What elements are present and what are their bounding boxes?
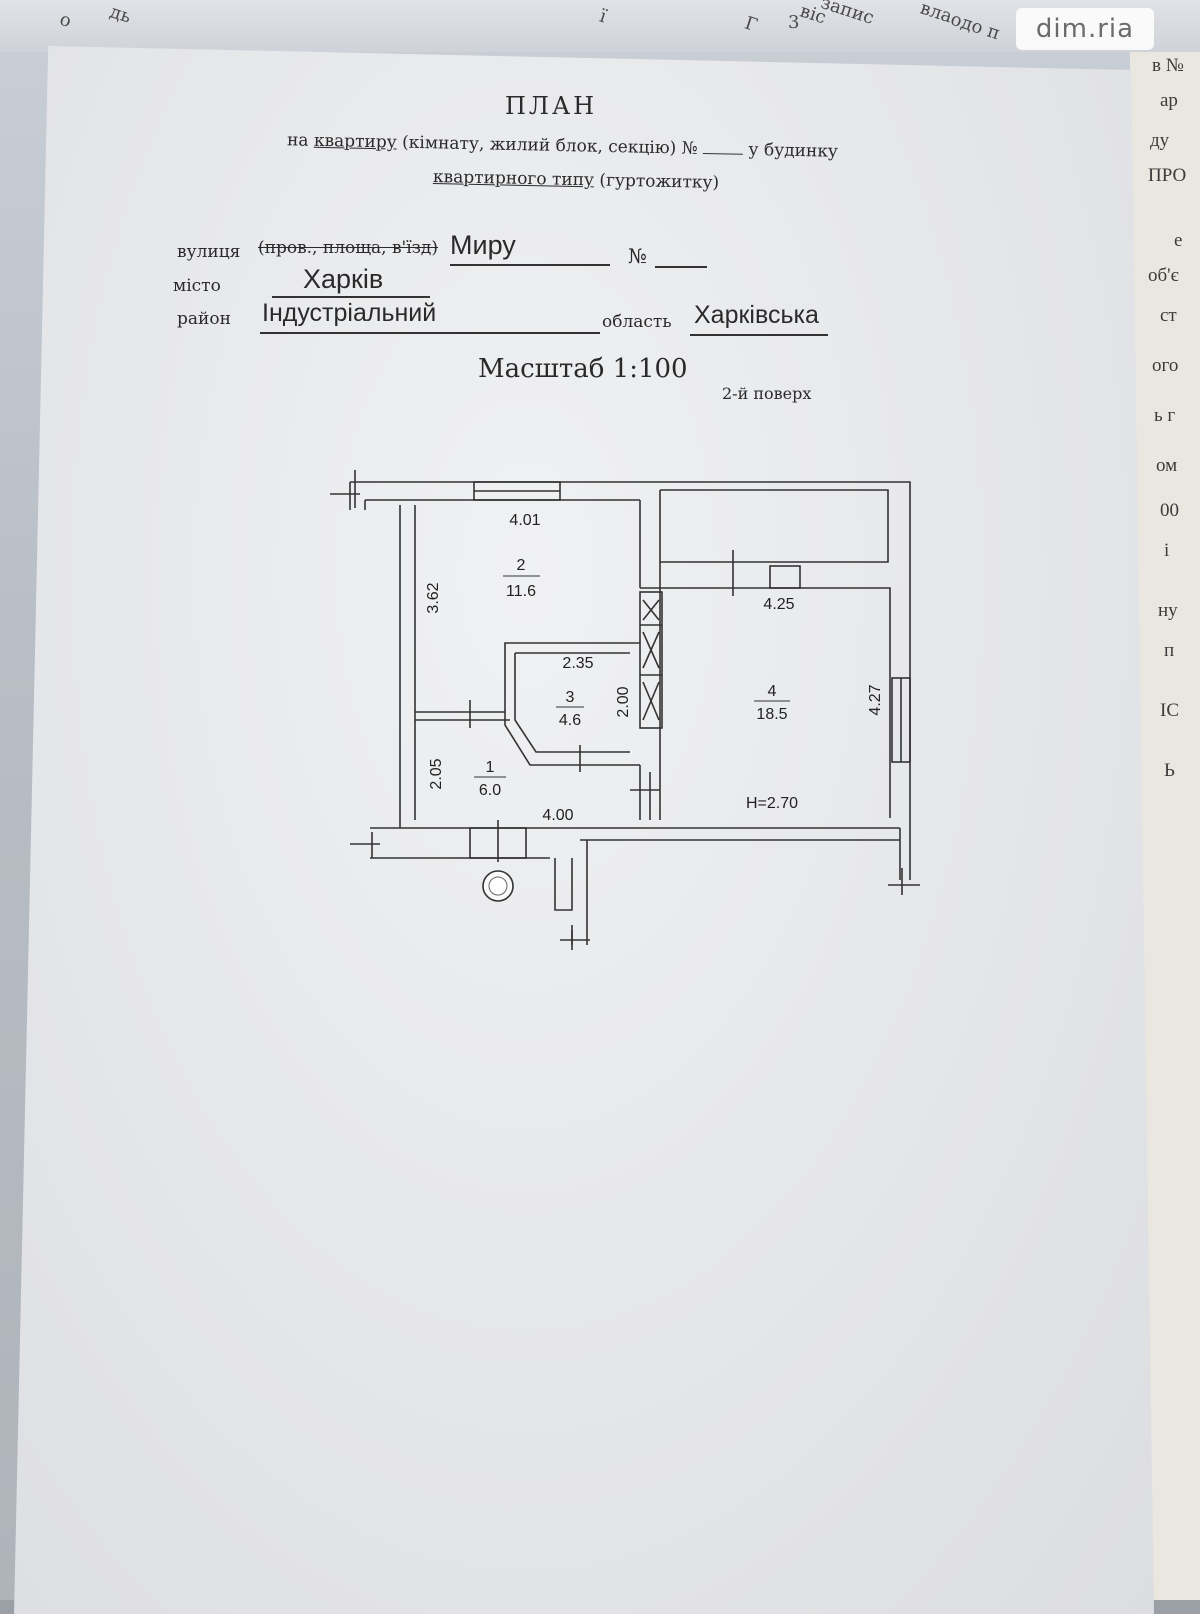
bg-text: ду [1150, 130, 1170, 151]
bg-text: об'є [1148, 265, 1179, 286]
underlying-document-top: запис віс вла Г одо п ї дь о 3 [0, 0, 1200, 52]
bg-text: ого [1152, 355, 1179, 376]
dimension-label: 3.62 [425, 582, 442, 613]
bg-text: ну [1158, 600, 1178, 621]
dimension-label: 4.25 [763, 596, 794, 613]
bg-text: Ь [1164, 760, 1175, 781]
bg-text: 3 [788, 12, 800, 33]
bg-text: ІС [1160, 700, 1179, 721]
room-area: 18.5 [756, 706, 787, 723]
room-area: 6.0 [479, 782, 501, 799]
city-label: місто [173, 276, 221, 296]
street-label: вулиця [177, 242, 241, 262]
region-label: область [602, 312, 672, 332]
watermark-logo: dim.ria [1016, 8, 1154, 50]
city-value: Харків [303, 264, 384, 294]
room-area: 4.6 [559, 712, 581, 729]
street-value: Миру [450, 230, 516, 260]
dimension-label: 4.27 [867, 684, 884, 715]
bg-text: ст [1160, 305, 1177, 326]
house-number-label: № [628, 244, 647, 268]
bg-text: ПРО [1148, 165, 1187, 186]
document-title: ПЛАН [505, 92, 598, 120]
floor-label: 2-й поверх [722, 384, 812, 403]
bathroom-walls [504, 642, 640, 766]
bg-text: п [1164, 640, 1175, 661]
ventilation-shaft [639, 591, 663, 729]
dimension-label: 2.05 [428, 758, 445, 789]
dimension-label: 2.00 [615, 686, 632, 717]
outer-wall [350, 481, 911, 880]
district-label: район [177, 309, 231, 329]
bg-text: 00 [1160, 500, 1179, 521]
scale-label: Масштаб 1:100 [478, 354, 688, 384]
dimension-label: 4.01 [509, 512, 540, 529]
bg-text: е [1174, 230, 1183, 251]
bg-text: ар [1160, 90, 1178, 111]
district-value: Індустріальний [262, 299, 437, 327]
bg-text: ом [1156, 455, 1178, 476]
room-number: 4 [768, 683, 777, 700]
dimension-label: 4.00 [542, 807, 573, 824]
bg-text: в № [1152, 55, 1184, 76]
floor-plan-document [14, 46, 1154, 1614]
balcony [659, 489, 889, 563]
dimension-label: 2.35 [562, 655, 593, 672]
room-area: 11.6 [506, 583, 536, 600]
room-number: 1 [486, 759, 495, 776]
room-number: 2 [517, 557, 526, 574]
street-alt-label: (пров., площа, в'їзд) [258, 238, 439, 258]
window [769, 565, 801, 589]
bg-text: ь г [1154, 405, 1176, 426]
room-number: 3 [566, 689, 575, 706]
region-value: Харківська [694, 301, 819, 329]
bg-text: і [1164, 540, 1170, 561]
ceiling-height: H=2.70 [746, 795, 798, 812]
